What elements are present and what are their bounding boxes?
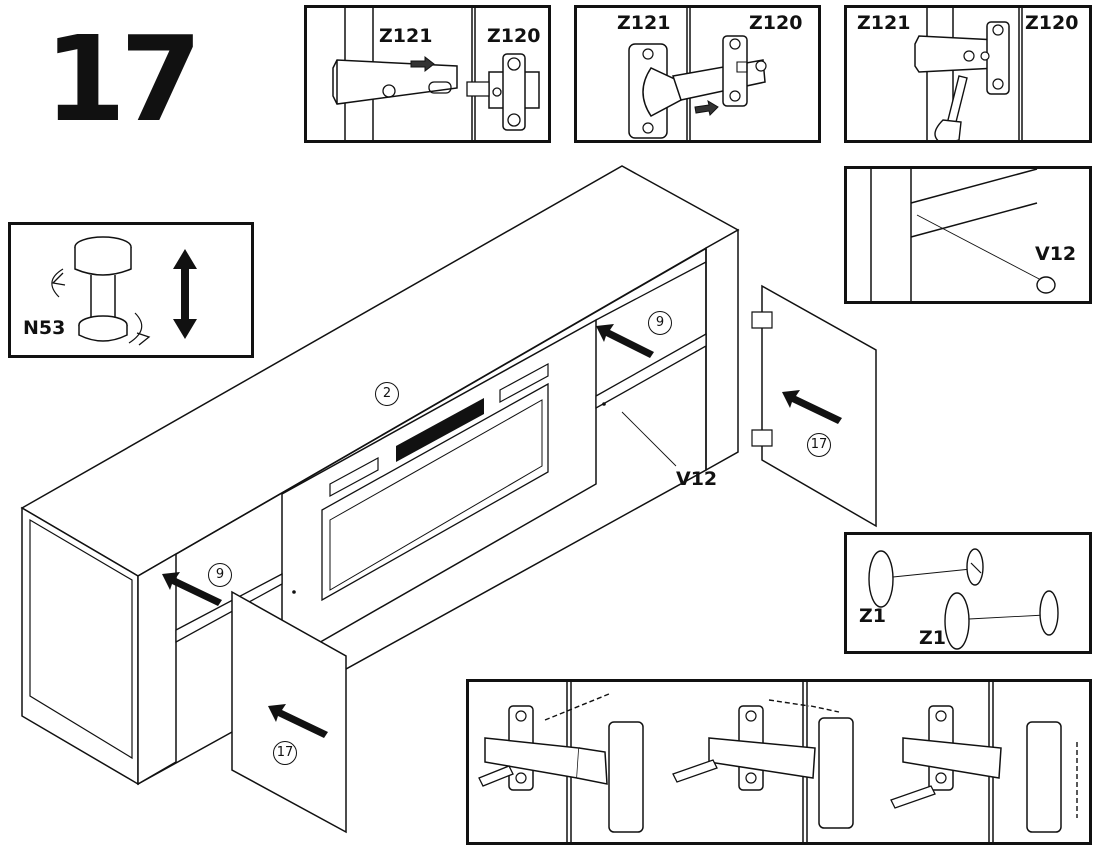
push-arrow-icon [695, 100, 719, 116]
main-body-callout: 2 [375, 382, 399, 406]
pin-detail-panel: V12 [844, 166, 1092, 304]
hinge-attach-panel-1: Z121 Z120 [304, 5, 551, 143]
step-number: 17 [44, 10, 202, 148]
hinge-attach-drawing-1 [307, 8, 551, 143]
z120-label: Z120 [487, 25, 541, 47]
push-arrow-icon [411, 56, 435, 72]
z121-label: Z121 [857, 12, 911, 34]
hinge-screw-panel: Z121 Z120 [844, 5, 1092, 143]
double-headed-arrow-icon [171, 249, 199, 339]
v12-main-label: V12 [676, 468, 718, 490]
shelf-callout-right: 9 [648, 311, 672, 335]
z1-label-upper: Z1 [859, 605, 886, 627]
rotate-arrows-icon [49, 263, 159, 353]
hinge-attach-drawing-2 [577, 8, 821, 143]
cap-detail-panel: Z1 Z1 [844, 532, 1092, 654]
hinge-attach-panel-2: Z121 Z120 [574, 5, 821, 143]
door-callout-left: 17 [273, 741, 297, 765]
cap-detail-drawing [847, 535, 1092, 654]
n53-label: N53 [23, 317, 66, 339]
hinge-adjust-panel [466, 679, 1092, 845]
door-callout-right: 17 [807, 433, 831, 457]
z120-label: Z120 [1025, 12, 1079, 34]
push-arrow-icon [268, 704, 328, 738]
z121-label: Z121 [617, 12, 671, 34]
pin-detail-drawing [847, 169, 1092, 304]
hinge-screw-drawing [847, 8, 1092, 140]
z1-label-lower: Z1 [919, 627, 946, 649]
shelf-callout-left: 9 [208, 563, 232, 587]
z120-label: Z120 [749, 12, 803, 34]
v12-label: V12 [1035, 243, 1077, 265]
push-arrow-icon [782, 390, 842, 424]
z121-label: Z121 [379, 25, 433, 47]
push-arrow-icon [596, 324, 654, 358]
hinge-adjust-drawing [469, 682, 1092, 845]
leveling-foot-panel: N53 [8, 222, 254, 358]
